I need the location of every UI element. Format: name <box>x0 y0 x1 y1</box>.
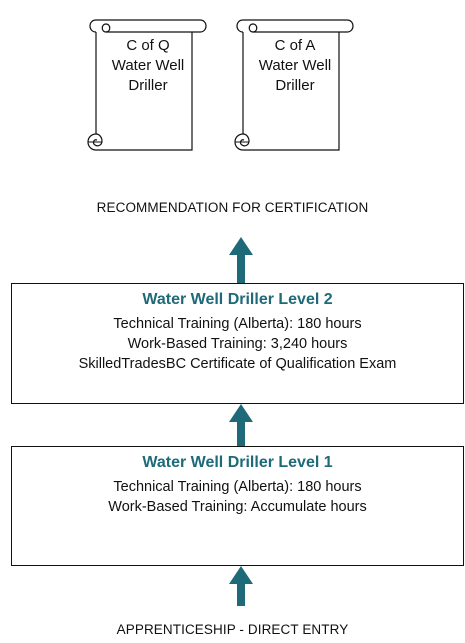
level-title: Water Well Driller Level 2 <box>142 291 333 308</box>
certificate-text: C of Q Water Well Driller <box>92 36 204 96</box>
entry-label: APPRENTICESHIP - DIRECT ENTRY <box>116 622 349 637</box>
certificate-scroll-coq: C of Q Water Well Driller <box>80 10 210 151</box>
certificate-line: Driller <box>275 77 315 94</box>
level-requirement: Technical Training (Alberta): 180 hours <box>113 479 362 495</box>
level-2-box: Water Well Driller Level 2 Technical Tra… <box>11 283 464 404</box>
up-arrow-icon <box>229 237 253 283</box>
level-requirement: Work-Based Training: Accumulate hours <box>108 499 367 515</box>
recommendation-label: RECOMMENDATION FOR CERTIFICATION <box>96 200 369 215</box>
scroll-outline-icon <box>87 19 207 151</box>
level-requirement: Technical Training (Alberta): 180 hours <box>113 316 362 332</box>
up-arrow-icon <box>229 404 253 446</box>
certificate-line: C of Q <box>126 37 170 54</box>
certificate-scroll-coa: C of A Water Well Driller <box>227 10 357 151</box>
level-requirement: SkilledTradesBC Certificate of Qualifica… <box>78 356 397 372</box>
scroll-outline-icon <box>234 19 354 151</box>
level-requirement: Work-Based Training: 3,240 hours <box>127 336 348 352</box>
certificate-line: C of A <box>274 37 316 54</box>
up-arrow-icon <box>229 566 253 606</box>
certificate-line: Driller <box>128 77 168 94</box>
certificate-text: C of A Water Well Driller <box>239 36 351 96</box>
level-1-box: Water Well Driller Level 1 Technical Tra… <box>11 446 464 566</box>
certificate-line: Water Well <box>111 57 185 74</box>
certificate-line: Water Well <box>258 57 332 74</box>
level-title: Water Well Driller Level 1 <box>142 454 333 471</box>
